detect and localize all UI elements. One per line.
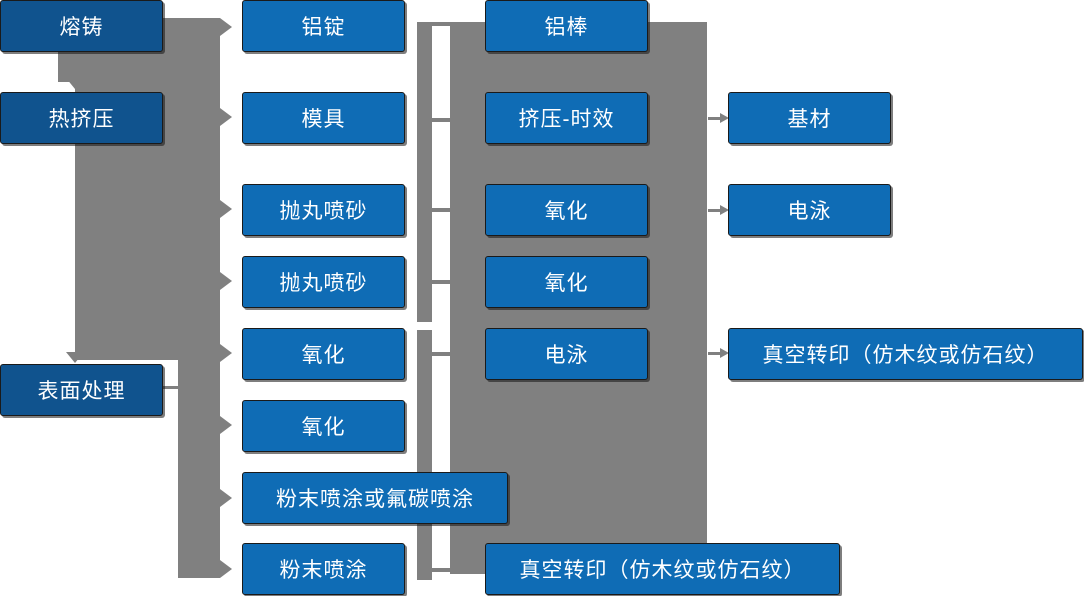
connector-mid-bridge-3 bbox=[428, 208, 458, 212]
process-box-powder[interactable]: 粉末喷涂 bbox=[242, 543, 405, 595]
process-label-shotblast-1: 抛丸喷砂 bbox=[279, 200, 368, 223]
process-label-powder-fluorocarbon: 粉末喷涂或氟碳喷涂 bbox=[276, 488, 474, 511]
process-label-shotblast-2: 抛丸喷砂 bbox=[279, 272, 368, 295]
stage-label-surface: 表面处理 bbox=[37, 380, 126, 403]
connector-arrow-c2-1 bbox=[220, 18, 232, 36]
process-label-ingot: 铝锭 bbox=[301, 16, 346, 39]
connector-arrow-c2-6 bbox=[220, 416, 232, 434]
connector-arrow-c4-3 bbox=[708, 348, 729, 358]
connector-arrow-to-extrude bbox=[66, 78, 84, 89]
stage-box-melting[interactable]: 熔铸 bbox=[0, 0, 163, 52]
process-box-oxidation-3[interactable]: 氧化 bbox=[485, 184, 648, 236]
process-label-substrate: 基材 bbox=[787, 108, 832, 131]
process-box-oxidation-2[interactable]: 氧化 bbox=[242, 400, 405, 452]
process-box-shotblast-1[interactable]: 抛丸喷砂 bbox=[242, 184, 405, 236]
process-label-oxidation-1: 氧化 bbox=[301, 344, 346, 367]
process-box-vacuum-transfer-mid[interactable]: 真空转印（仿木纹或仿石纹） bbox=[485, 543, 840, 595]
connector-arrow-c4-1 bbox=[708, 113, 729, 123]
process-label-vacuum-transfer-mid: 真空转印（仿木纹或仿石纹） bbox=[519, 559, 806, 582]
process-box-shotblast-2[interactable]: 抛丸喷砂 bbox=[242, 256, 405, 308]
connector-arrow-c2-4 bbox=[220, 272, 232, 290]
process-label-oxidation-2: 氧化 bbox=[301, 416, 346, 439]
process-box-substrate[interactable]: 基材 bbox=[728, 92, 891, 144]
process-box-oxidation-1[interactable]: 氧化 bbox=[242, 328, 405, 380]
process-box-die[interactable]: 模具 bbox=[242, 92, 405, 144]
process-box-extrusion-aging[interactable]: 挤压-时效 bbox=[485, 92, 648, 144]
stage-box-surface[interactable]: 表面处理 bbox=[0, 364, 163, 416]
connector-mid-bridge-5 bbox=[428, 352, 458, 356]
stage-label-extrude: 热挤压 bbox=[48, 108, 115, 131]
process-label-extrusion-aging: 挤压-时效 bbox=[518, 108, 615, 131]
connector-arrow-c2-3 bbox=[220, 200, 232, 218]
process-box-vacuum-transfer-right[interactable]: 真空转印（仿木纹或仿石纹） bbox=[728, 328, 1083, 380]
process-box-ingot[interactable]: 铝锭 bbox=[242, 0, 405, 52]
process-label-vacuum-transfer-right: 真空转印（仿木纹或仿石纹） bbox=[762, 344, 1049, 367]
process-label-oxidation-3: 氧化 bbox=[544, 200, 589, 223]
process-box-electrophoresis-mid[interactable]: 电泳 bbox=[485, 328, 648, 380]
stage-label-melting: 熔铸 bbox=[59, 16, 104, 39]
stage-box-extrude[interactable]: 热挤压 bbox=[0, 92, 163, 144]
connector-mid-rail-left bbox=[417, 22, 432, 322]
process-label-powder: 粉末喷涂 bbox=[279, 559, 368, 582]
connector-mid-bridge-6 bbox=[428, 568, 458, 572]
connector-arrow-c2-8 bbox=[220, 560, 232, 578]
connector-mid-bridge-4 bbox=[428, 280, 458, 284]
connector-mid-bridge-2 bbox=[428, 118, 458, 122]
process-box-oxidation-4[interactable]: 氧化 bbox=[485, 256, 648, 308]
process-box-aluminium-bar[interactable]: 铝棒 bbox=[485, 0, 648, 52]
connector-mid-bridge-1 bbox=[428, 22, 458, 26]
connector-arrow-to-surface bbox=[66, 352, 84, 363]
connector-arrow-c2-2 bbox=[220, 108, 232, 126]
process-label-electrophoresis-mid: 电泳 bbox=[544, 344, 589, 367]
connector-arrow-c2-7 bbox=[220, 489, 232, 507]
process-label-die: 模具 bbox=[301, 108, 346, 131]
process-label-aluminium-bar: 铝棒 bbox=[544, 16, 589, 39]
connector-surface-link bbox=[160, 386, 220, 389]
connector-arrow-c2-5 bbox=[220, 344, 232, 362]
connector-mid-rail-left-lower bbox=[417, 330, 432, 580]
process-label-electrophoresis-right: 电泳 bbox=[787, 200, 832, 223]
process-box-electrophoresis-right[interactable]: 电泳 bbox=[728, 184, 891, 236]
process-label-oxidation-4: 氧化 bbox=[544, 272, 589, 295]
connector-arrow-c4-2 bbox=[708, 205, 729, 215]
process-box-powder-fluorocarbon[interactable]: 粉末喷涂或氟碳喷涂 bbox=[242, 472, 508, 524]
